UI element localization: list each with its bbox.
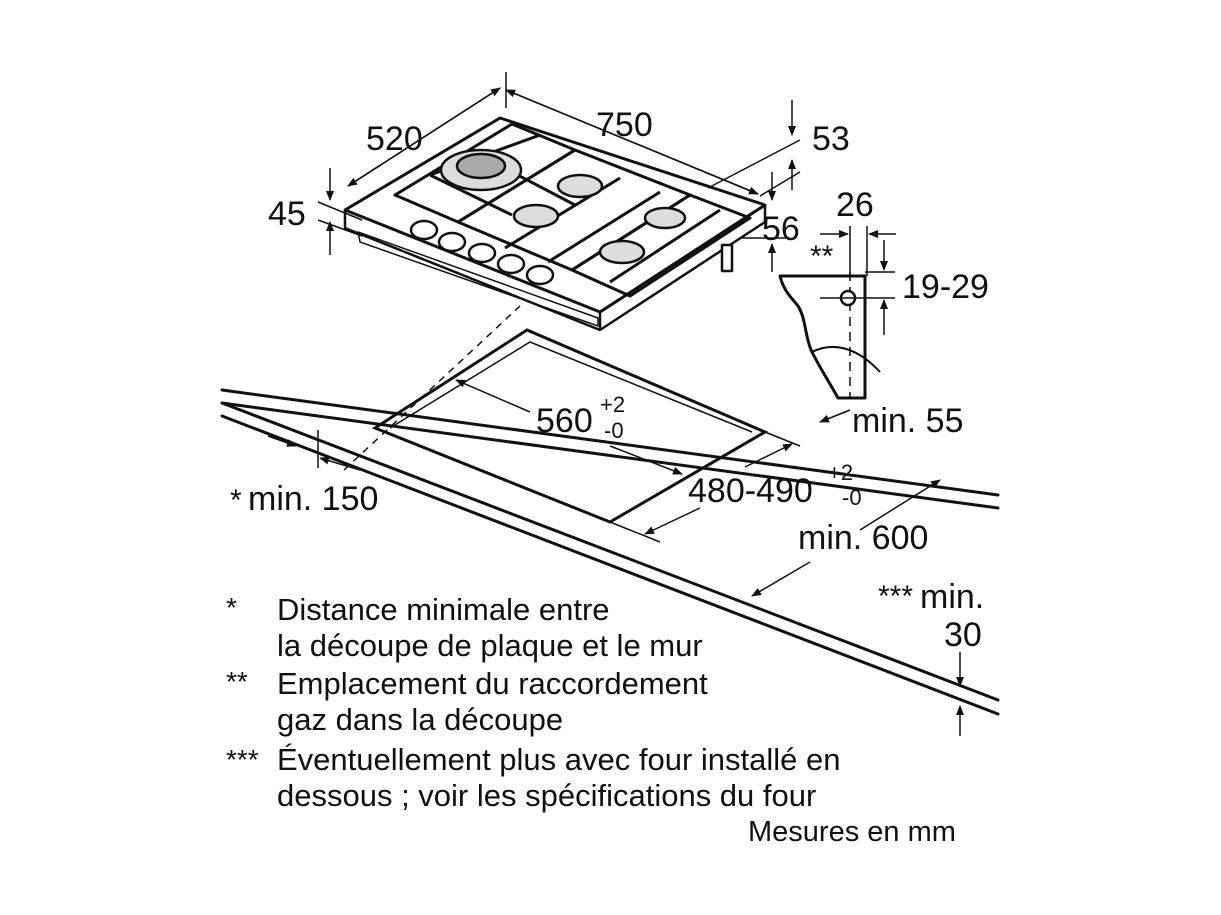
cutout-depth-tol-plus: +2 [828,460,853,485]
min-55-label: min. 55 [852,402,964,440]
cutout-depth-label: 480-490 [688,472,813,510]
alignment-dashes [343,305,521,471]
cutout-width-tol-plus: +2 [600,392,625,417]
dimension-lines [267,72,964,736]
min-30-value: 30 [944,616,982,654]
dim-26-label: 26 [836,186,874,224]
min-30-label: min. [920,578,984,616]
note-1-line-1: Distance minimale entre [277,592,610,627]
note-1-marker: * [226,592,237,623]
note-3-line-1: Éventuellement plus avec four installé e… [277,742,841,777]
note-1-line-2: la découpe de plaque et le mur [277,628,703,663]
units-note: Mesures en mm [748,816,956,848]
worktop [220,388,1000,716]
width-750-label: 750 [596,106,653,144]
note-2-marker: ** [226,666,248,697]
min-30-marker: *** [878,580,913,613]
cutout-width-label: 560 [536,402,593,440]
note-2-line-1: Emplacement du raccordement [277,666,708,701]
min-150-label: min. 150 [248,480,378,518]
min-150-marker: * [230,484,242,517]
cutout-depth-tol-minus: -0 [842,485,862,510]
height-45-label: 45 [268,195,306,233]
dim-56-label: 56 [762,210,800,248]
note-3-line-2: dessous ; voir les spécifications du fou… [277,778,817,813]
note-3-marker: *** [226,744,259,775]
dim-53-label: 53 [812,120,850,158]
min-600-label: min. 600 [798,519,928,557]
gas-connection-profile [778,226,895,400]
cutout-width-tol-minus: -0 [604,418,624,443]
hob [343,116,767,332]
depth-520-label: 520 [366,120,423,158]
note-2-line-2: gaz dans la découpe [277,702,564,737]
gas-connection-marker: ** [810,240,834,273]
range-19-29-label: 19-29 [902,268,989,306]
